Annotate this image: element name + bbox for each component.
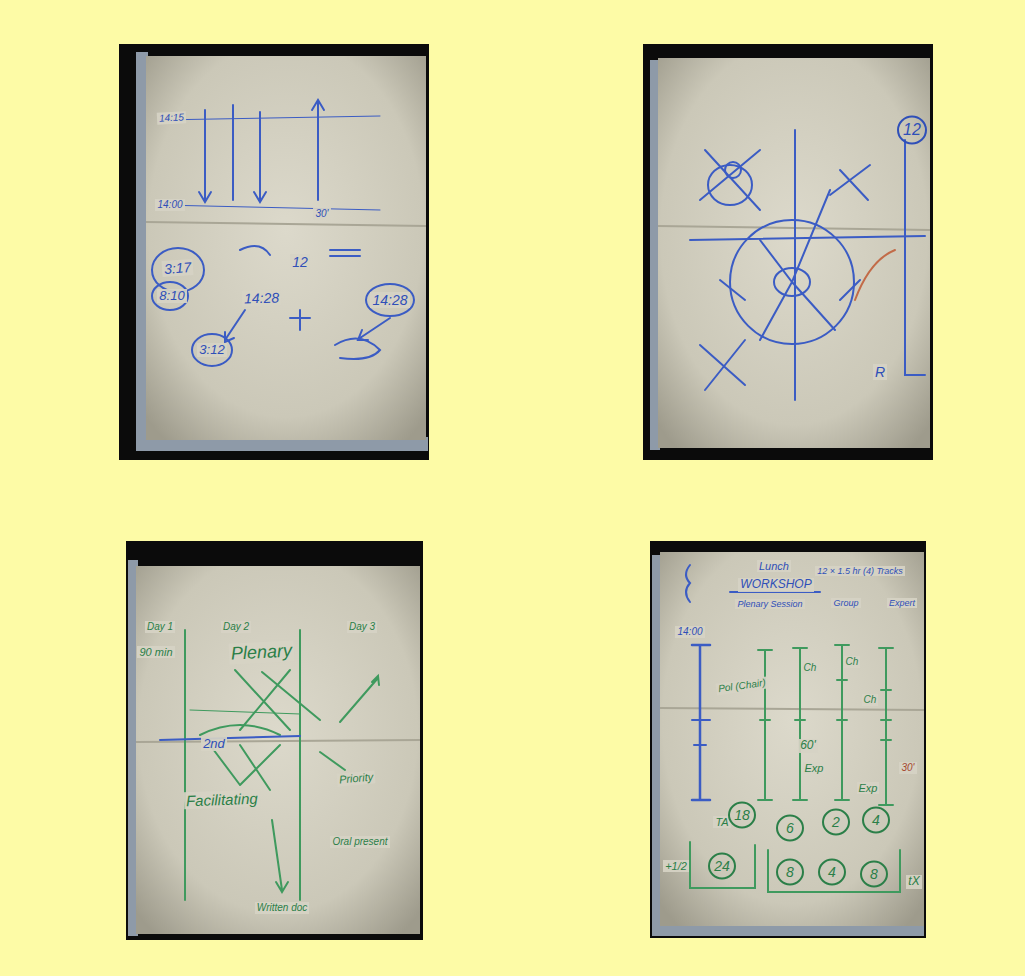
handwritten-marks (160, 630, 379, 900)
handwritten-note: 3:12 (197, 343, 226, 358)
handwritten-note: WORKSHOP (738, 578, 813, 592)
handwritten-note: 3:17 (162, 259, 194, 277)
handwritten-note: Pol (Chair) (716, 677, 769, 696)
handwritten-note: Lunch (757, 560, 791, 573)
handwritten-note: 14:00 (155, 199, 184, 211)
circled-number-text: 12 (903, 121, 921, 139)
handwritten-note: 14:00 (675, 626, 704, 638)
sheet-fold (136, 222, 930, 742)
circled-number: 8 (860, 860, 888, 888)
handwritten-note: Day 3 (347, 621, 377, 633)
handwritten-note: Priority (336, 770, 375, 786)
handwritten-note: R (873, 364, 887, 380)
handwritten-note: 2nd (201, 737, 227, 752)
handwritten-note: TA (713, 816, 730, 829)
handwritten-note: 14:28 (370, 292, 409, 308)
handwritten-note: tX (906, 875, 921, 889)
circled-number-text: 18 (734, 807, 750, 823)
handwritten-note: Ch (844, 656, 861, 668)
handwritten-note: Plenary (229, 640, 295, 664)
handwritten-note: Exp (803, 762, 826, 775)
handwritten-note: Ch (862, 694, 879, 706)
handwritten-note: Written doc (255, 902, 310, 914)
circled-number-text: 8 (870, 866, 878, 882)
handwritten-note: 14:28 (242, 289, 282, 306)
handwritten-note: Ch (802, 662, 819, 674)
handwritten-marks (690, 130, 925, 400)
handwritten-note: Facilitating (184, 790, 260, 810)
circled-number: 4 (862, 806, 890, 834)
circled-number: 4 (818, 858, 846, 886)
photo-frame (119, 44, 933, 940)
handwritten-note: Expert (887, 598, 917, 608)
circled-number: 8 (776, 858, 804, 886)
handwritten-note: +1/2 (663, 860, 689, 873)
circled-number: 6 (776, 814, 804, 842)
circled-number-text: 2 (832, 814, 840, 830)
handwritten-note: 8:10 (157, 289, 186, 304)
handwritten-note: 30' (899, 762, 916, 774)
handwritten-note: 30' (313, 208, 330, 220)
circled-number-text: 6 (786, 820, 794, 836)
handwritten-note: Group (831, 598, 860, 608)
handwritten-note: 14:15 (157, 111, 187, 124)
circled-number-text: 24 (714, 858, 730, 874)
handwritten-marks (152, 100, 414, 366)
handwritten-note: 12 × 1.5 hr (4) Tracks (815, 566, 905, 576)
circled-number-text: 4 (872, 812, 880, 828)
circled-number: 18 (728, 801, 756, 829)
circled-number: 24 (708, 852, 736, 880)
handwritten-note: Day 1 (145, 621, 175, 633)
handwritten-note: Plenary Session (735, 599, 804, 609)
handwritten-note: 60' (798, 739, 818, 753)
handwritten-note: 90 min (137, 646, 174, 659)
handwritten-note: Oral present (330, 836, 389, 848)
circled-number: 2 (822, 808, 850, 836)
handwritten-note: Day 2 (221, 621, 251, 633)
handwritten-note: 12 (290, 254, 310, 270)
circled-number: 12 (897, 115, 927, 145)
flipchart-sheet (136, 56, 930, 934)
handwritten-marks (686, 565, 900, 892)
handwritten-note: Exp (857, 782, 880, 795)
circled-number-text: 4 (828, 864, 836, 880)
circled-number-text: 8 (786, 864, 794, 880)
